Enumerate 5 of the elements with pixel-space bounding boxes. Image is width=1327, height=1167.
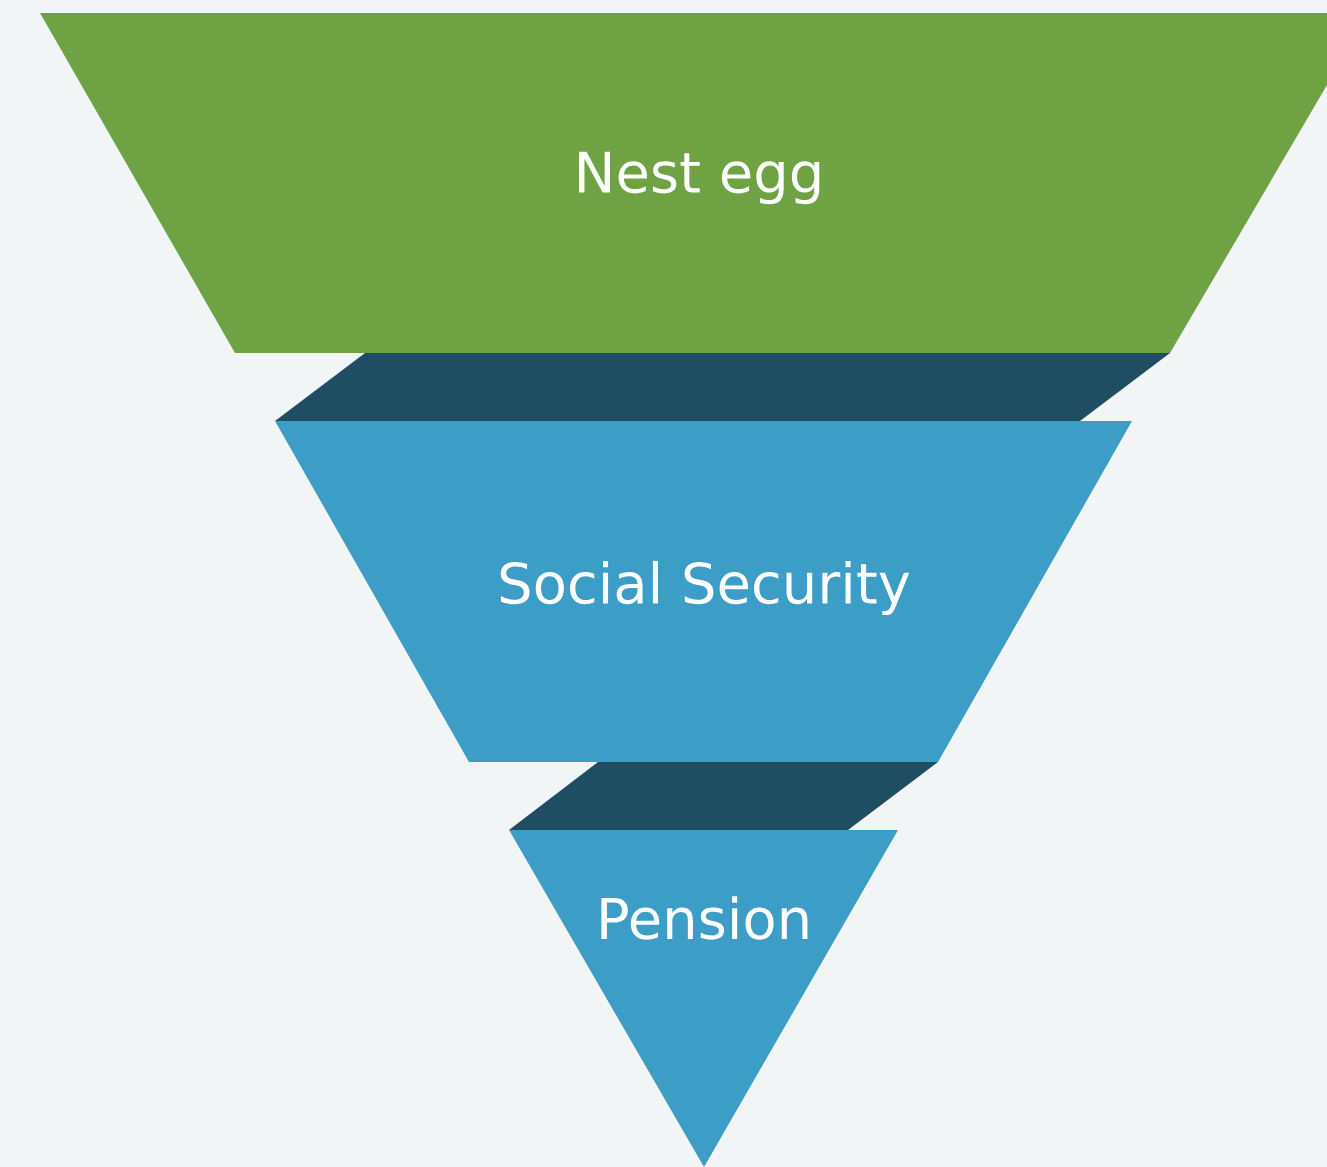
- fold-band: [509, 762, 938, 830]
- funnel-segment: Social Security: [275, 421, 1132, 762]
- funnel-segment: Nest egg: [40, 13, 1327, 353]
- funnel-segment: Pension: [509, 830, 898, 1167]
- fold-band: [275, 353, 1170, 421]
